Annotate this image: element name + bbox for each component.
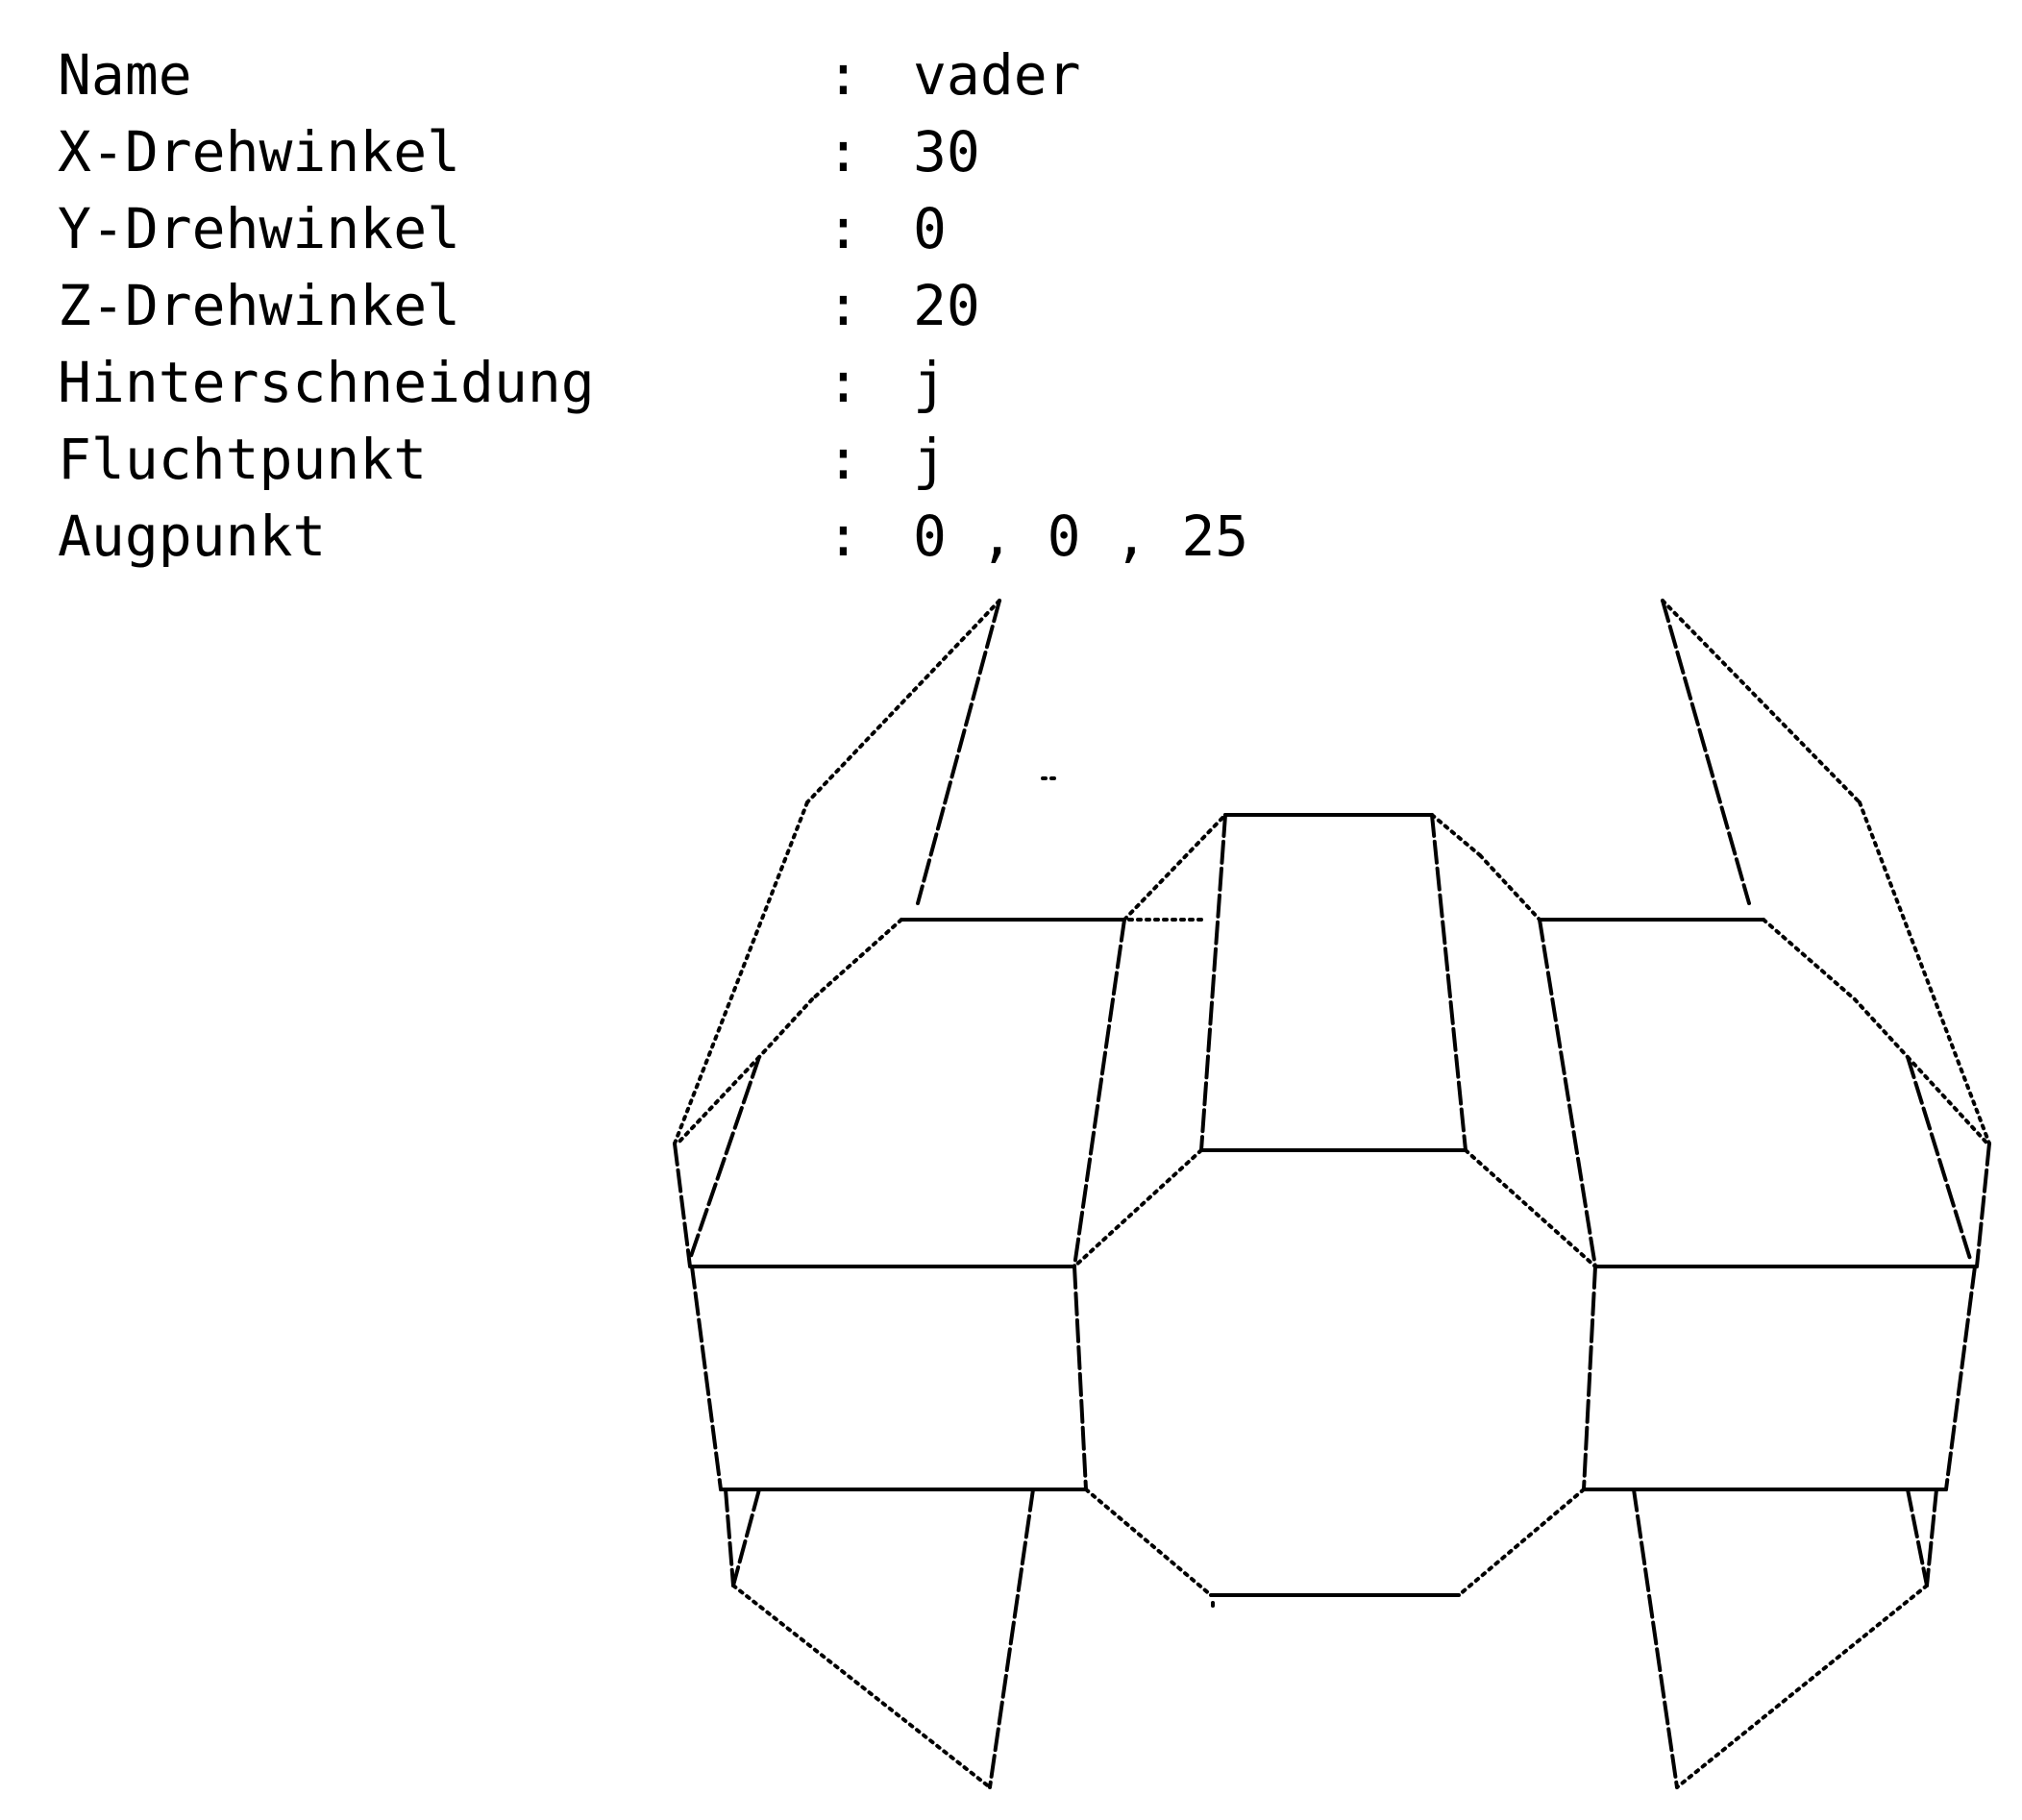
wire-edge	[916, 599, 1001, 905]
wire-edge	[731, 1488, 761, 1587]
parameter-list: Name:vader X-Drehwinkel:30 Y-Drehwinkel:…	[58, 37, 1248, 575]
wire-edge	[1457, 1488, 1586, 1597]
param-row-x-rotation: X-Drehwinkel:30	[58, 113, 1248, 190]
wire-edge	[1858, 800, 1991, 1145]
param-separator: :	[826, 504, 860, 569]
param-separator: :	[826, 350, 860, 415]
wire-edge	[1582, 1265, 1597, 1491]
wire-edge	[1430, 813, 1467, 1152]
wire-edge	[1430, 813, 1482, 857]
param-separator: :	[826, 273, 860, 338]
wire-edge	[1084, 1488, 1213, 1597]
param-value: j	[913, 350, 947, 415]
param-label: X-Drehwinkel	[58, 119, 461, 184]
wire-edge	[1853, 997, 1910, 1059]
param-value: vader	[913, 42, 1081, 108]
wire-edge	[1073, 1265, 1088, 1491]
param-separator: :	[826, 196, 860, 261]
param-separator: :	[826, 42, 860, 108]
wire-edge	[1944, 1265, 1977, 1491]
wire-edge	[1906, 1055, 1972, 1261]
wire-edge	[1906, 1488, 1929, 1587]
param-row-z-rotation: Z-Drehwinkel:20	[58, 267, 1248, 344]
param-label: Y-Drehwinkel	[58, 196, 461, 261]
wire-edge	[1538, 918, 1597, 1268]
param-row-y-rotation: Y-Drehwinkel:0	[58, 190, 1248, 267]
wire-edge	[688, 1055, 761, 1261]
wire-edge	[1122, 813, 1227, 922]
param-value: 30	[913, 119, 980, 184]
wireframe-dashed-edges	[673, 599, 1991, 1789]
param-value: j	[913, 427, 947, 492]
param-value: 0 , 0 , 25	[913, 504, 1249, 569]
wire-edge	[805, 599, 1001, 804]
wire-edge	[757, 997, 814, 1059]
wire-edge	[690, 1265, 723, 1491]
wire-edge	[1661, 599, 1751, 905]
param-row-vanishing-point: Fluchtpunkt: j	[58, 421, 1248, 498]
wire-edge	[1925, 1488, 1938, 1587]
param-separator: :	[826, 427, 860, 492]
wire-edge	[1073, 918, 1126, 1268]
param-label: Z-Drehwinkel	[58, 273, 461, 338]
param-row-eye-point: Augpunkt:0 , 0 , 25	[58, 498, 1248, 575]
wire-edge	[1975, 1142, 1991, 1268]
wireframe-dotted-edges	[673, 599, 1991, 1789]
wire-edge	[724, 1488, 735, 1587]
wire-edge	[810, 918, 903, 1001]
wire-edge	[1199, 813, 1227, 1152]
param-row-name: Name: vader	[58, 37, 1248, 113]
wire-edge	[673, 1142, 692, 1268]
wire-edge	[1675, 1584, 1929, 1789]
param-label: Fluchtpunkt	[58, 427, 428, 492]
wire-edge	[676, 1055, 761, 1145]
param-separator: :	[826, 119, 860, 184]
wire-edge	[1464, 1148, 1597, 1268]
param-label: Augpunkt	[58, 504, 327, 569]
wire-edge	[1632, 1488, 1679, 1789]
wireframe-solid-edges	[690, 813, 1977, 1597]
param-label: Hinterschneidung	[58, 350, 595, 415]
wire-edge	[988, 1488, 1035, 1789]
param-label: Name	[58, 42, 192, 108]
wire-edge	[1073, 1148, 1203, 1268]
wire-edge	[1906, 1055, 1989, 1145]
param-row-hidden-line: Hinterschneidung: j	[58, 344, 1248, 421]
wire-edge	[1762, 918, 1857, 1001]
param-value: 20	[913, 273, 980, 338]
wire-edge	[1478, 853, 1541, 922]
param-value: 0	[913, 196, 947, 261]
wire-edge	[673, 800, 809, 1145]
wire-edge	[731, 1584, 992, 1789]
wire-edge	[1661, 599, 1862, 804]
